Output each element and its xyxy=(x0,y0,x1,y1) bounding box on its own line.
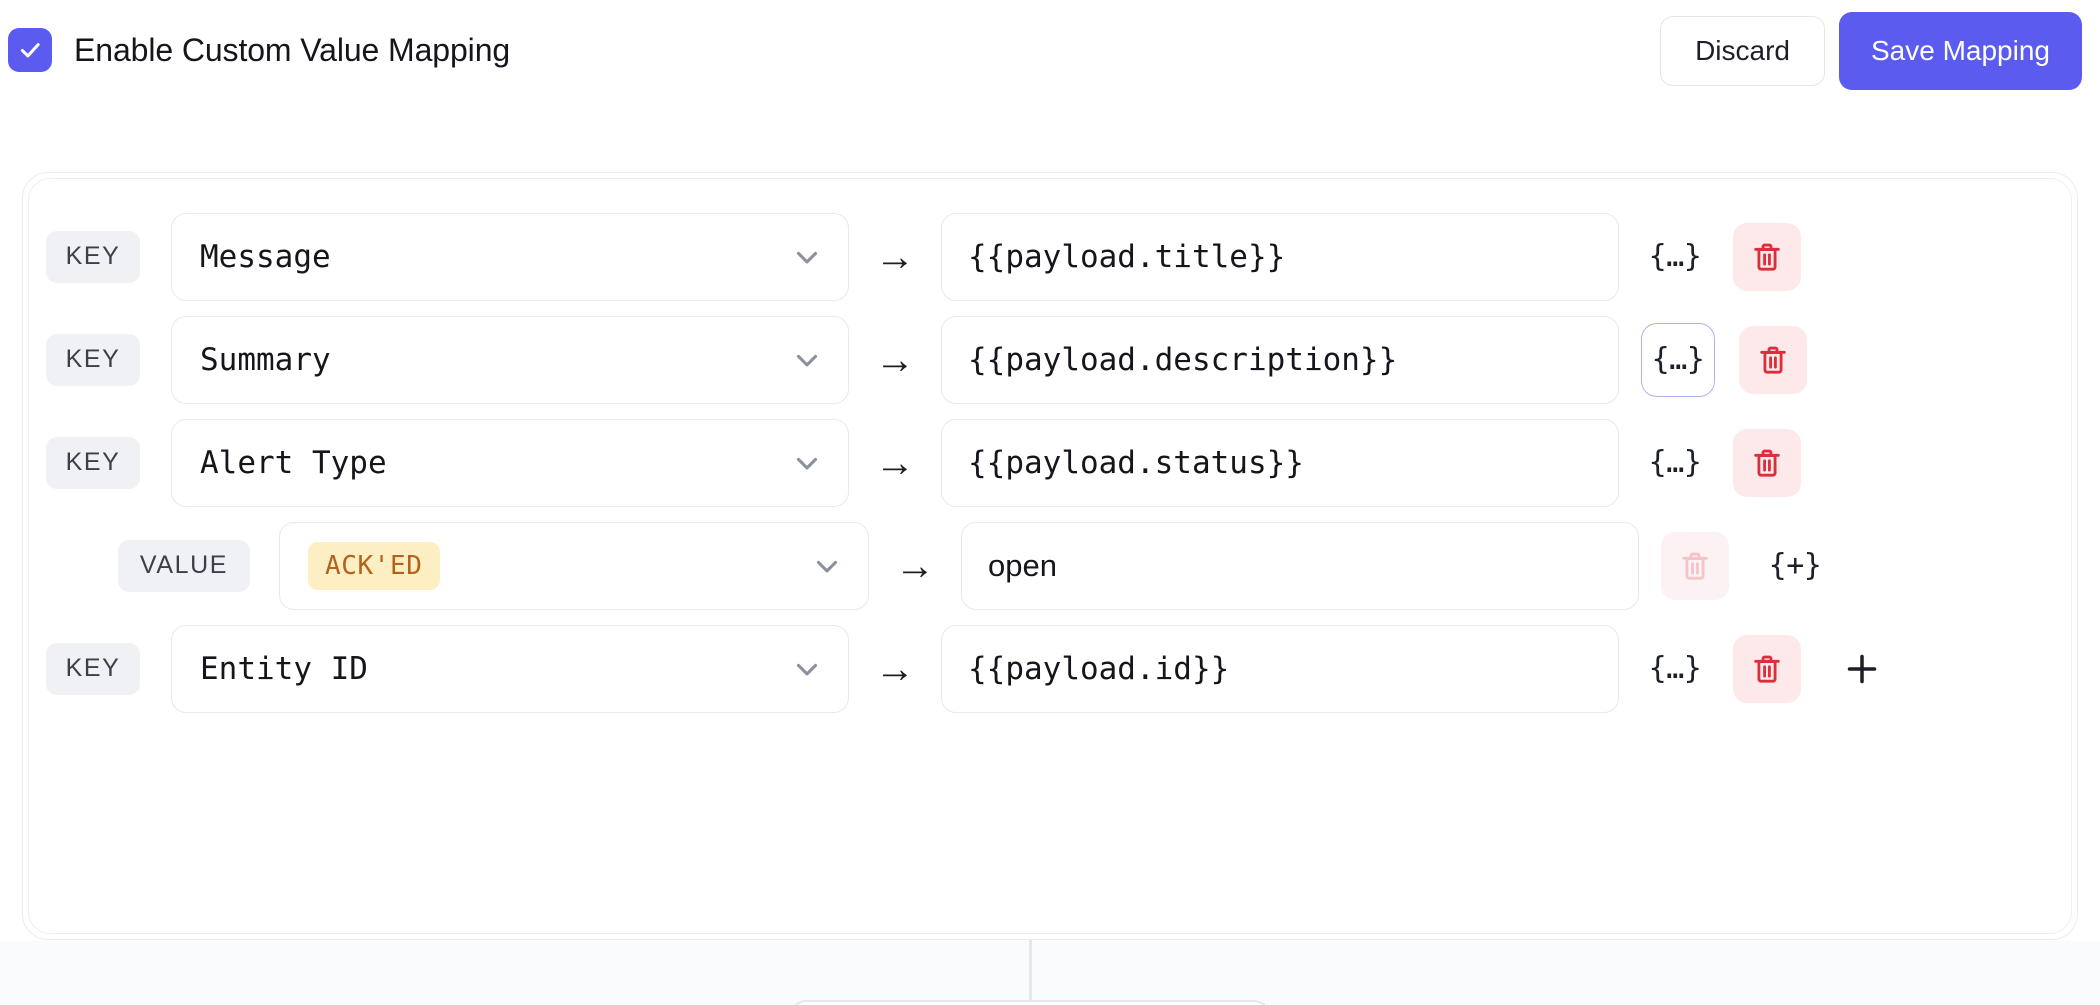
delete-row-button[interactable] xyxy=(1661,531,1729,600)
row-actions: {+} xyxy=(1661,531,1829,600)
plus-icon xyxy=(1847,654,1877,683)
add-mapping-row-button[interactable] xyxy=(1829,636,1895,702)
row-actions: {…} xyxy=(1641,322,1807,397)
target-expression-input[interactable]: {{payload.title}} xyxy=(941,212,1619,301)
source-field-select[interactable]: ACK'ED xyxy=(279,521,869,610)
arrow-right-icon: → xyxy=(875,646,915,691)
chevron-down-icon xyxy=(796,354,818,367)
mapping-row: KEY Entity ID → {{payload.id}} {…} xyxy=(29,617,2071,720)
arrow-right-icon: → xyxy=(875,440,915,485)
trash-icon xyxy=(1754,655,1780,683)
arrow-right-icon: → xyxy=(895,543,935,588)
row-type-badge-key: KEY xyxy=(46,642,140,695)
discard-button[interactable]: Discard xyxy=(1660,16,1825,86)
insert-template-variable-button[interactable]: {…} xyxy=(1648,651,1702,686)
target-expression-input[interactable]: {{payload.description}} xyxy=(941,315,1619,404)
target-expression-value: {{payload.description}} xyxy=(968,341,1398,378)
insert-template-variable-button[interactable]: {…} xyxy=(1641,322,1715,397)
chevron-down-icon xyxy=(816,560,838,573)
panel-header: Enable Custom Value Mapping Discard Save… xyxy=(0,0,2100,128)
mapping-card-inner: KEY Message → {{payload.title}} {…} KEY Summar… xyxy=(28,178,2072,934)
downstream-node-stub xyxy=(790,1000,1270,1005)
source-field-label: Entity ID xyxy=(200,650,368,687)
trash-icon xyxy=(1754,449,1780,477)
insert-template-variable-button[interactable]: {…} xyxy=(1648,445,1702,480)
target-expression-input[interactable]: {{payload.id}} xyxy=(941,624,1619,713)
mapping-row: KEY Alert Type → {{payload.status}} {…} xyxy=(29,411,2071,514)
source-field-select[interactable]: Summary xyxy=(171,315,849,404)
arrow-right-icon: → xyxy=(875,234,915,279)
enable-custom-value-mapping-label: Enable Custom Value Mapping xyxy=(74,31,511,68)
enable-custom-value-mapping-checkbox[interactable] xyxy=(8,28,52,72)
check-icon xyxy=(20,43,40,58)
mapping-card: KEY Message → {{payload.title}} {…} KEY Summar… xyxy=(22,172,2078,940)
target-expression-value: open xyxy=(988,547,1057,583)
source-field-label: Alert Type xyxy=(200,444,387,481)
delete-row-button[interactable] xyxy=(1733,428,1801,497)
target-expression-value: {{payload.id}} xyxy=(968,650,1230,687)
source-field-select[interactable]: Alert Type xyxy=(171,418,849,507)
chevron-down-icon xyxy=(796,251,818,264)
enable-mapping-control[interactable]: Enable Custom Value Mapping xyxy=(8,28,510,72)
mapping-rows: KEY Message → {{payload.title}} {…} KEY Summar… xyxy=(29,179,2071,720)
delete-row-button[interactable] xyxy=(1733,634,1801,703)
row-type-badge-value: VALUE xyxy=(118,539,250,592)
chevron-down-icon xyxy=(796,663,818,676)
row-type-badge-key: KEY xyxy=(46,436,140,489)
source-field-label: Message xyxy=(200,238,331,275)
arrow-right-icon: → xyxy=(875,337,915,382)
save-mapping-button[interactable]: Save Mapping xyxy=(1838,12,2082,90)
source-field-label: Summary xyxy=(200,341,331,378)
add-value-mapping-button[interactable]: {+} xyxy=(1768,548,1822,583)
header-actions: Discard Save Mapping xyxy=(1660,12,2082,90)
mapping-row: VALUE ACK'ED → open {+} xyxy=(29,514,2071,617)
delete-row-button[interactable] xyxy=(1733,222,1801,291)
delete-row-button[interactable] xyxy=(1739,325,1807,394)
source-field-select[interactable]: Entity ID xyxy=(171,624,849,713)
source-value-chip: ACK'ED xyxy=(308,541,440,590)
trash-icon xyxy=(1682,552,1708,580)
insert-template-variable-button[interactable]: {…} xyxy=(1648,239,1702,274)
mapping-row: KEY Message → {{payload.title}} {…} xyxy=(29,205,2071,308)
trash-icon xyxy=(1754,243,1780,271)
page-background-bottom xyxy=(0,941,2100,1005)
trash-icon xyxy=(1760,346,1786,374)
row-actions: {…} xyxy=(1641,222,1801,291)
target-expression-value: {{payload.title}} xyxy=(968,238,1286,275)
chevron-down-icon xyxy=(796,457,818,470)
target-expression-input[interactable]: {{payload.status}} xyxy=(941,418,1619,507)
flow-connector-line xyxy=(1029,940,1032,1002)
target-expression-value: {{payload.status}} xyxy=(968,444,1304,481)
source-field-select[interactable]: Message xyxy=(171,212,849,301)
row-type-badge-key: KEY xyxy=(46,230,140,283)
mapping-row: KEY Summary → {{payload.description}} {…} xyxy=(29,308,2071,411)
target-expression-input[interactable]: open xyxy=(961,521,1639,610)
row-actions: {…} xyxy=(1641,428,1801,497)
row-type-badge-key: KEY xyxy=(46,333,140,386)
row-actions: {…} xyxy=(1641,634,1895,703)
